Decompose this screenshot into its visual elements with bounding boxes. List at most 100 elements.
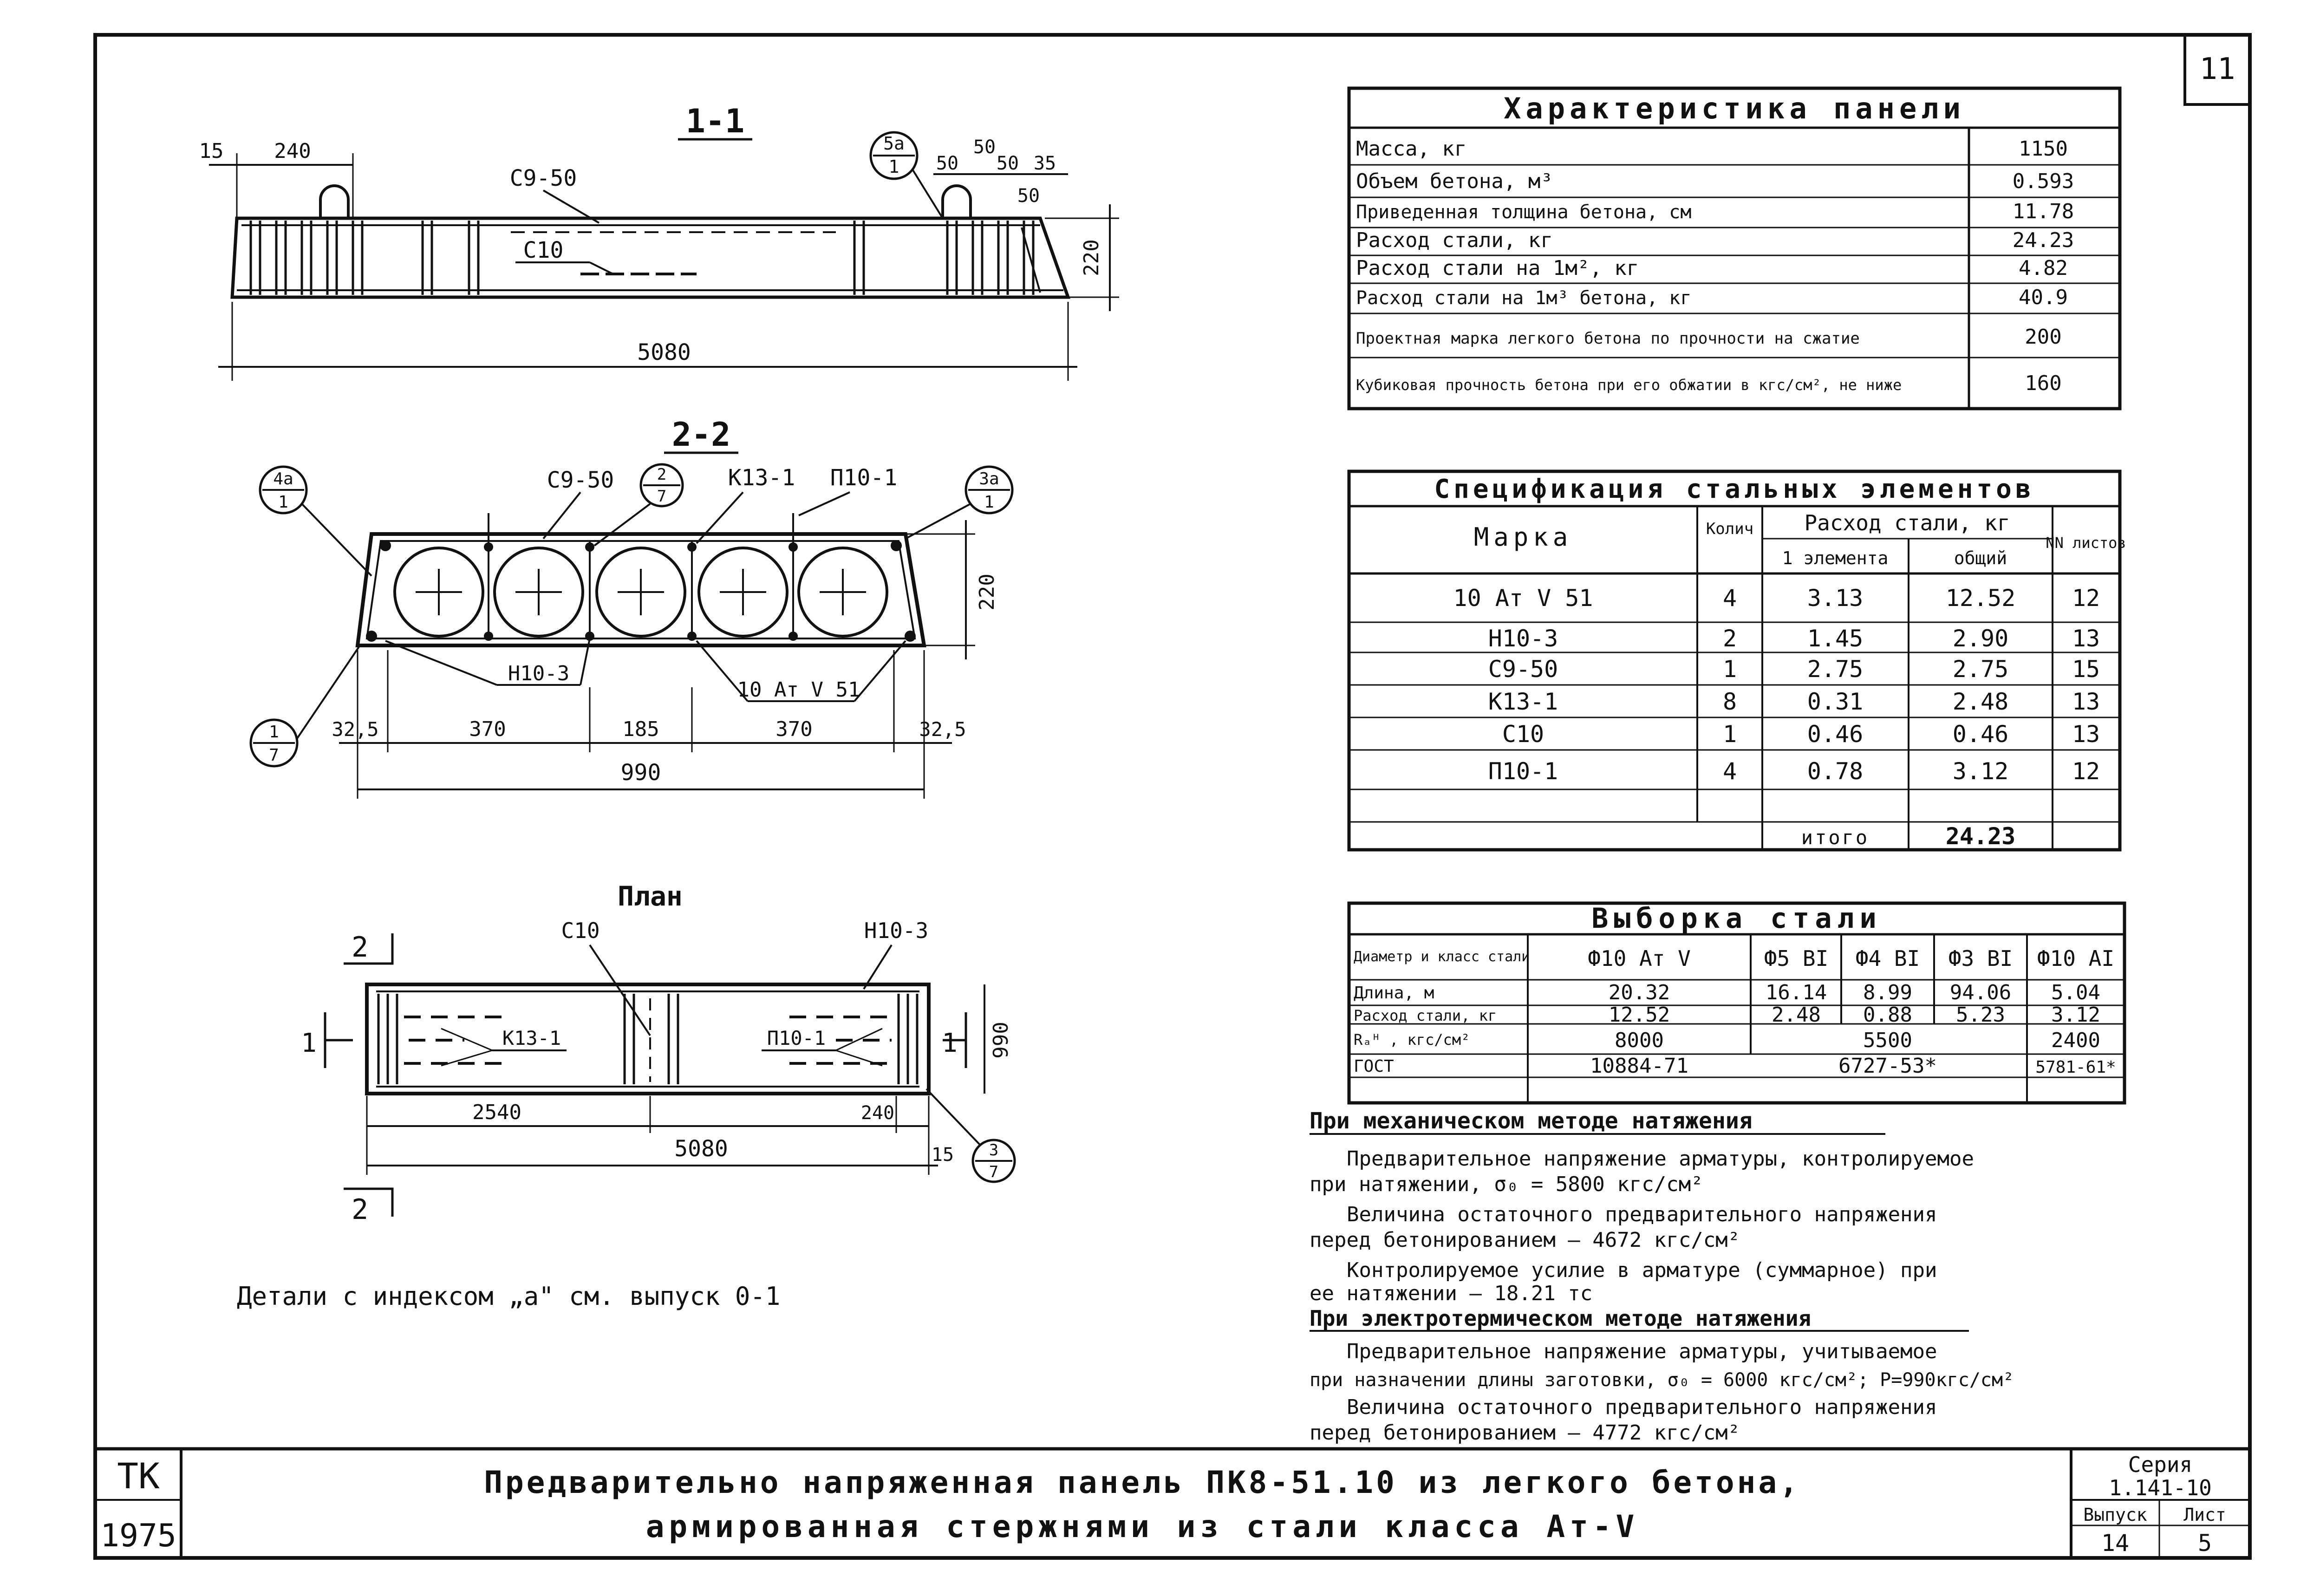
selection-r1-c1: 20.32 (1609, 981, 1670, 1004)
plan-label-k13-1: К13-1 (502, 1027, 561, 1049)
spec-row3-mark: С9-50 (1488, 656, 1558, 683)
characteristics-title: Характеристика панели (1504, 91, 1965, 125)
selection-col-4: Ф3 ВI (1949, 946, 2013, 971)
selection-rn-1: 8000 (1615, 1029, 1664, 1052)
callout-3-7: 3 7 (925, 1088, 1016, 1183)
selection-r1-c4: 94.06 (1950, 981, 2011, 1004)
dim-35: 35 (1034, 153, 1056, 174)
label-c9-50-sec2: С9-50 (547, 467, 614, 493)
year: 1975 (100, 1518, 176, 1554)
characteristics-table: Характеристика панели Масса, кг 1150 Объ… (1347, 86, 2122, 410)
callout-2-7: 2 7 (593, 463, 684, 547)
selection-r1-c5: 5.04 (2051, 981, 2100, 1004)
dim-50-c: 50 (997, 153, 1019, 174)
sheet-number: 11 (2199, 52, 2235, 86)
spec-header-mark: Марка (1474, 522, 1573, 552)
title-block: ТК 1975 Предварительно напряженная панел… (95, 1447, 2250, 1558)
mech-title: При механическом методе натяжения (1310, 1108, 1753, 1134)
section-2-title: 2-2 (672, 416, 730, 454)
char-value-6: 40.9 (2019, 286, 2068, 309)
callout-3a-1: 3а 1 (905, 465, 1014, 540)
selection-header-label: Диаметр и класс стали (1354, 949, 1530, 965)
selection-r2-c5: 3.12 (2051, 1003, 2100, 1027)
cut-mark-2-bottom: 2 (344, 1187, 394, 1226)
label-c10: С10 (523, 237, 564, 263)
section-1-1: 1-1 С9-50 С10 (199, 102, 1119, 381)
spec-row4-mark: К13-1 (1488, 688, 1558, 715)
lifting-loop-right (941, 184, 972, 218)
char-value-1: 1150 (2019, 137, 2068, 161)
char-value-4: 24.23 (2013, 228, 2074, 252)
char-label-8: Кубиковая прочность бетона при его обжат… (1356, 376, 1902, 394)
spec-row1-per: 3.13 (1807, 585, 1863, 612)
spec-row1-sheet: 12 (2072, 585, 2100, 612)
spec-row3-sheet: 15 (2072, 656, 2100, 683)
selection-gost-1: 10884-71 (1590, 1054, 1688, 1078)
el-line-2a: Величина остаточного предварительного на… (1347, 1395, 1937, 1419)
details-note: Детали с индексом „а" см. выпуск 0-1 (237, 1282, 780, 1311)
svg-text:7: 7 (657, 487, 666, 506)
series-number: 1.141-10 (2109, 1475, 2212, 1500)
cut-mark-1-right: 1 (942, 1012, 967, 1068)
void-circles (393, 547, 888, 638)
mech-line-2b: перед бетонированием — 4672 кгс/см² (1310, 1228, 1740, 1252)
svg-text:7: 7 (989, 1163, 998, 1181)
spec-row1-total: 12.52 (1946, 585, 2016, 612)
spec-row4-total: 2.48 (1953, 688, 2008, 715)
mech-line-1a: Предварительное напряжение арматуры, кон… (1347, 1147, 1974, 1171)
section-2-2: 2-2 С9-50 К13-1 П10-1 (249, 416, 1014, 799)
svg-text:2: 2 (657, 465, 666, 484)
spec-row3-per: 2.75 (1807, 656, 1863, 683)
plan-view: План С10 Н10-3 К13-1 П10-1 2 (237, 880, 1016, 1311)
sheet-value: 5 (2198, 1530, 2212, 1557)
callout-5a-1: 5a 1 (869, 131, 944, 219)
label-rebar-10at: 10 Ат V 51 (737, 678, 860, 702)
plan-label-c10: С10 (561, 918, 600, 943)
selection-r1-c3: 8.99 (1863, 981, 1912, 1004)
spec-row4-sheet: 13 (2072, 688, 2100, 715)
cut-mark-1-left: 1 (301, 1012, 353, 1068)
selection-col-1: Ф10 Ат V (1588, 946, 1691, 971)
selection-rn-2: 5500 (1863, 1029, 1912, 1052)
selection-col-3: Ф4 ВI (1856, 946, 1920, 971)
el-title: При электротермическом методе натяжения (1310, 1306, 1811, 1331)
mech-line-3b: ее натяжении — 18.21 тс (1310, 1282, 1592, 1305)
spec-row3-total: 2.75 (1953, 656, 2008, 683)
spec-row2-qty: 2 (1723, 625, 1737, 652)
char-label-4: Расход стали, кг (1356, 228, 1553, 252)
svg-text:1: 1 (942, 1028, 958, 1058)
svg-text:4а: 4а (273, 469, 293, 489)
char-value-5: 4.82 (2019, 256, 2068, 280)
selection-col-5: Ф10 АI (2037, 946, 2114, 971)
selection-r2-c3: 0.88 (1863, 1003, 1912, 1027)
dim-240: 240 (274, 139, 311, 163)
char-label-3: Приведенная толщина бетона, см (1356, 202, 1691, 223)
dim-32-5-right: 32,5 (919, 718, 966, 741)
plan-dim-240: 240 (861, 1102, 894, 1124)
selection-gost-3: 5781-61* (2035, 1058, 2116, 1077)
dim-990: 990 (621, 760, 661, 786)
char-label-6: Расход стали на 1м³ бетона, кг (1356, 287, 1691, 309)
dim-32-5-left: 32,5 (332, 718, 378, 741)
mech-line-3a: Контролируемое усилие в арматуре (суммар… (1347, 1258, 1937, 1282)
el-line-2b: перед бетонированием — 4772 кгс/см² (1310, 1421, 1740, 1445)
title-line-1: Предварительно напряженная панель ПК8-51… (484, 1465, 1801, 1500)
sheet-number-box: 11 (2183, 35, 2250, 106)
spec-row6-per: 0.78 (1807, 758, 1863, 785)
spec-row3-qty: 1 (1723, 656, 1737, 683)
mech-line-1b: при натяжении, σ₀ = 5800 кгс/см² (1310, 1173, 1703, 1196)
selection-col-2: Ф5 ВI (1764, 946, 1828, 971)
spec-row6-qty: 4 (1723, 758, 1737, 785)
char-label-7: Проектная марка легкого бетона по прочно… (1356, 329, 1860, 348)
dim-220: 220 (1080, 239, 1103, 276)
plan-dim-15: 15 (932, 1144, 954, 1166)
selection-row2-label: Расход стали, кг (1354, 1007, 1497, 1024)
svg-text:1: 1 (889, 156, 899, 177)
issue-number: 14 (2101, 1530, 2129, 1557)
svg-text:1: 1 (269, 723, 279, 742)
plan-label-h10-3: Н10-3 (864, 918, 928, 943)
svg-text:3а: 3а (979, 469, 999, 489)
char-value-7: 200 (2025, 325, 2061, 349)
plan-dim-5080: 5080 (674, 1136, 728, 1162)
spec-total-value: 24.23 (1946, 823, 2016, 850)
